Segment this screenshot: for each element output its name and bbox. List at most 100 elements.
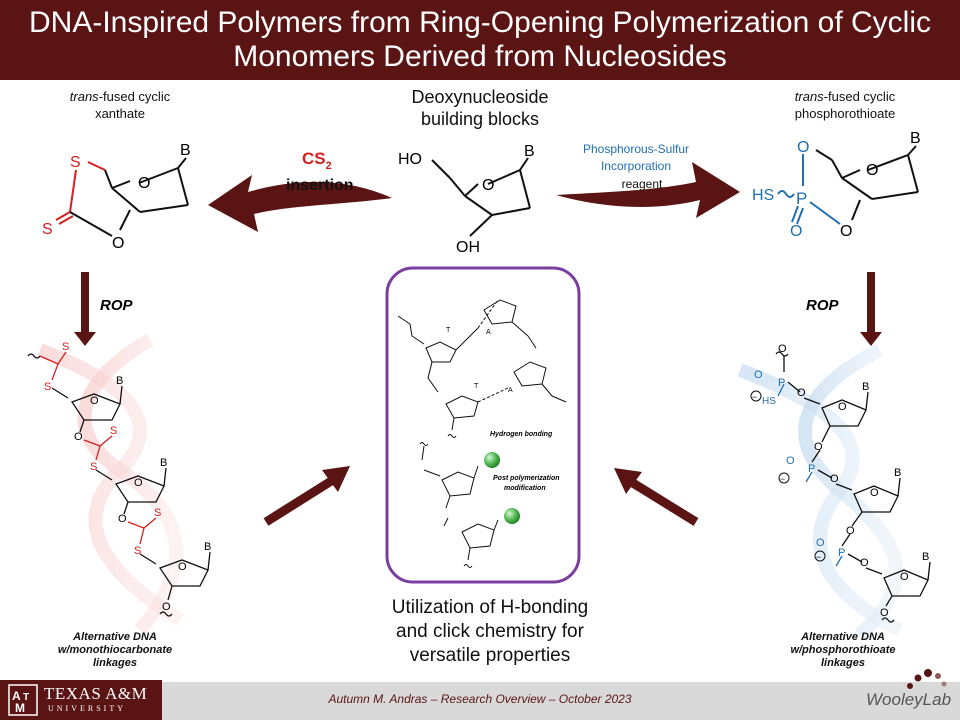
ppm-structure	[419, 442, 499, 568]
right-rop-label: ROP	[806, 297, 840, 314]
right-diagonal-arrow	[614, 468, 699, 526]
svg-text:O: O	[90, 395, 99, 407]
hbond-label: Hydrogen bonding	[490, 431, 553, 438]
left-arrow-insertion-label: insertion	[286, 177, 354, 194]
svg-text:S: S	[134, 545, 141, 557]
svg-text:O: O	[846, 525, 855, 537]
svg-text:O: O	[778, 343, 787, 355]
right-ester-oxygen: O	[840, 223, 852, 240]
click-bead-1	[484, 452, 500, 468]
title-bar	[0, 0, 960, 80]
svg-text:A: A	[486, 329, 491, 336]
svg-text:B: B	[894, 467, 901, 479]
svg-text:P: P	[778, 377, 785, 389]
right-o-double-label: O	[790, 223, 802, 240]
left-polymer-atoms: S S O B O S S O B O S S O B O	[44, 341, 211, 613]
svg-text:O: O	[816, 537, 825, 549]
middle-panel-frame	[385, 266, 581, 584]
tamu-name: TEXAS A&M	[44, 684, 148, 703]
tamu-logo-box	[0, 680, 162, 720]
ppm-label-1: Post polymerization	[493, 475, 560, 482]
right-ring-oxygen: O	[866, 162, 878, 179]
left-sulfur-label: S	[70, 154, 81, 171]
svg-text:O: O	[870, 487, 879, 499]
right-polymer-atoms: O O P O O B O O P O O B O O P O O B O	[754, 343, 929, 619]
center-nucleoside-structure	[431, 157, 531, 237]
left-base-label: B	[180, 142, 191, 159]
left-thione-label: S	[42, 221, 53, 238]
svg-text:O: O	[900, 571, 909, 583]
svg-text:B: B	[862, 381, 869, 393]
left-ring-oxygen: O	[138, 175, 150, 192]
left-helix-background	[37, 333, 184, 635]
right-polymer-charges: − HS − −	[750, 390, 826, 562]
svg-text:B: B	[116, 375, 123, 387]
left-monomer-structure	[55, 157, 189, 237]
left-conversion-arrow	[208, 175, 392, 232]
svg-text:O: O	[797, 387, 806, 399]
right-hs-label: HS	[752, 187, 774, 204]
right-conversion-arrow	[556, 162, 740, 218]
svg-text:O: O	[830, 473, 839, 485]
right-rop-arrow	[860, 272, 882, 346]
svg-text:T: T	[446, 327, 451, 334]
left-ester-oxygen: O	[112, 235, 124, 252]
svg-text:O: O	[162, 601, 171, 613]
right-polymer-caption: Alternative DNA w/phosphorothioate linka…	[790, 631, 896, 669]
left-polymer-structure	[27, 351, 211, 617]
svg-text:HS: HS	[762, 396, 776, 407]
svg-text:T: T	[474, 383, 479, 390]
left-arrow-cs-label: CS2	[302, 149, 332, 172]
footer-credit: Autumn M. Andras – Research Overview – O…	[328, 692, 632, 706]
center-ho-label: HO	[398, 151, 422, 168]
left-polymer-caption: Alternative DNA w/monothiocarbonate link…	[57, 631, 173, 669]
right-polymer-structure	[775, 351, 931, 623]
right-o-top-label: O	[797, 139, 809, 156]
right-monomer-structure	[777, 145, 919, 225]
wooleylab-logo: WooleyLab	[866, 690, 952, 709]
hbond-structure	[397, 299, 567, 438]
svg-text:O: O	[74, 431, 83, 443]
svg-text:P: P	[838, 547, 845, 559]
svg-text:O: O	[786, 455, 795, 467]
center-oh-label: OH	[456, 239, 480, 256]
ppm-label-2: modification	[504, 485, 546, 492]
left-rop-arrow	[74, 272, 96, 346]
right-phosphorus-label: P	[796, 189, 807, 208]
svg-text:O: O	[118, 513, 127, 525]
svg-text:B: B	[160, 457, 167, 469]
left-diagonal-arrow	[263, 466, 350, 526]
page-title: DNA-Inspired Polymers from Ring-Opening …	[29, 6, 931, 73]
svg-text:M: M	[15, 701, 25, 715]
utilization-text: Utilization of H-bonding and click chemi…	[391, 597, 589, 666]
svg-text:P: P	[808, 463, 815, 475]
tamu-atm-icon: A T M	[8, 684, 38, 716]
svg-text:S: S	[90, 461, 97, 473]
svg-text:O: O	[838, 401, 847, 413]
svg-text:S: S	[44, 381, 51, 393]
svg-text:A: A	[12, 689, 21, 703]
svg-text:O: O	[178, 561, 187, 573]
svg-text:S: S	[154, 507, 161, 519]
svg-text:O: O	[134, 477, 143, 489]
right-helix-background	[737, 343, 904, 641]
right-arrow-label-3: reagent	[622, 177, 663, 191]
diagram-svg: O B HO OH CS2 insertion Phosphorous-Sulf…	[27, 130, 931, 641]
wooleylab-dots-icon	[907, 669, 947, 689]
click-bead-2	[504, 508, 520, 524]
svg-text:O: O	[880, 607, 889, 619]
right-arrow-label-2: Incorporation	[601, 159, 671, 173]
right-arrow-label-1: Phosphorous-Sulfur	[583, 142, 689, 156]
svg-text:S: S	[110, 425, 117, 437]
svg-text:O: O	[860, 557, 869, 569]
tamu-subtitle: UNIVERSITY	[48, 704, 126, 713]
svg-text:T: T	[23, 692, 29, 703]
svg-text:B: B	[922, 551, 929, 563]
svg-text:−: −	[780, 474, 785, 484]
svg-text:O: O	[754, 369, 763, 381]
svg-text:−: −	[752, 392, 757, 402]
svg-text:−: −	[816, 552, 821, 562]
